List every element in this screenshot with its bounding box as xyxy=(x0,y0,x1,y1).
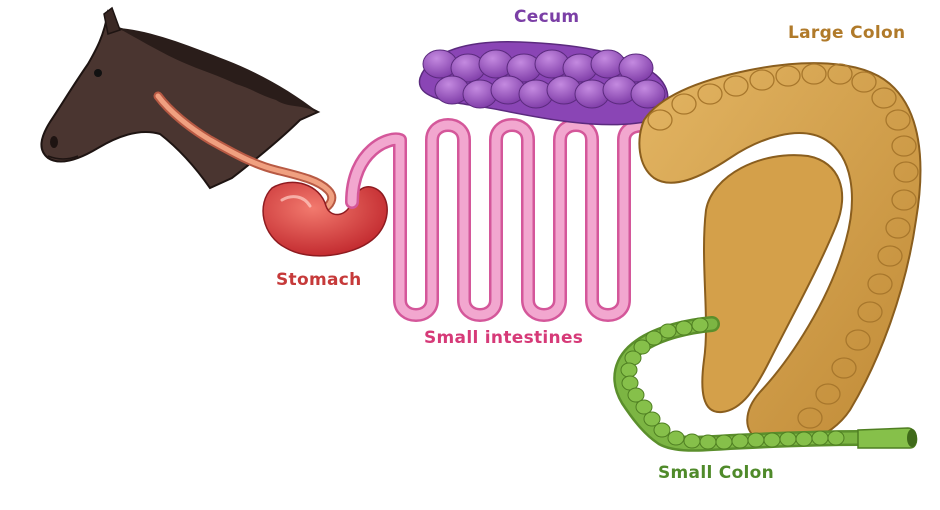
horse-head xyxy=(40,6,321,190)
small-colon-bead xyxy=(675,320,693,336)
large-colon-haustrum xyxy=(647,109,673,131)
large-colon-haustrum xyxy=(857,301,883,323)
large-colon-haustrum xyxy=(797,407,823,429)
large-colon-haustrum xyxy=(891,189,917,211)
small-colon-bead xyxy=(645,330,663,346)
small-colon-bead xyxy=(635,399,653,415)
large-colon-haustrum xyxy=(831,357,857,379)
small-colon-bead xyxy=(795,431,813,447)
large-colon-haustrum xyxy=(815,383,841,405)
horse-nostril xyxy=(50,136,58,148)
small-colon-bead xyxy=(643,411,661,427)
large-colon-pelvic-flexure xyxy=(701,154,844,414)
small-colon-bead xyxy=(731,433,749,449)
small-colon-bead xyxy=(715,434,733,450)
label-cecum: Cecum xyxy=(514,7,580,27)
label-small-intestines: Small intestines xyxy=(424,328,584,348)
large-colon-haustrum xyxy=(891,135,917,157)
label-stomach: Stomach xyxy=(276,270,362,290)
large-colon-haustrum xyxy=(697,83,723,105)
large-colon-haustrum xyxy=(801,63,827,85)
label-small-colon: Small Colon xyxy=(658,463,775,483)
small-colon-bead xyxy=(633,339,651,355)
large-colon xyxy=(638,62,922,446)
large-colon-haustrum xyxy=(877,245,903,267)
horse-mane xyxy=(118,28,318,112)
small-colon-bead xyxy=(811,430,829,446)
small-colon-bead xyxy=(667,430,685,446)
stomach-highlight xyxy=(280,195,312,208)
small-colon-bead xyxy=(620,362,638,378)
small-colon-bead xyxy=(659,323,677,339)
large-colon-haustrum xyxy=(885,109,911,131)
cecum-lobe xyxy=(618,53,654,83)
small-colon-bead xyxy=(827,430,845,446)
large-colon-haustrum xyxy=(671,93,697,115)
large-colon-haustrum xyxy=(723,75,749,97)
horse-mouth-line xyxy=(47,155,79,160)
small-intestines xyxy=(345,118,655,322)
small-intestines-fill xyxy=(347,120,653,320)
large-colon-haustrum xyxy=(885,217,911,239)
small-colon-bead xyxy=(779,431,797,447)
large-colon-haustrum xyxy=(871,87,897,109)
horse-eye xyxy=(94,69,102,77)
large-colon-haustrum xyxy=(749,69,775,91)
horse-ear xyxy=(103,6,121,35)
large-colon-haustrum xyxy=(775,65,801,87)
large-colon-haustrum xyxy=(845,329,871,351)
small-colon-bead xyxy=(747,432,765,448)
label-large-colon: Large Colon xyxy=(788,23,906,43)
cecum-lobe xyxy=(630,79,666,109)
small-colon-bead xyxy=(683,433,701,449)
small-colon xyxy=(613,316,918,452)
small-colon-bead xyxy=(691,317,709,333)
large-colon-haustrum xyxy=(867,273,893,295)
large-colon-haustrum xyxy=(893,161,919,183)
small-colon-bead xyxy=(653,422,671,438)
rectum-opening xyxy=(907,429,917,447)
esophagus-inner xyxy=(155,93,335,213)
cecum xyxy=(418,41,669,126)
small-colon-bead xyxy=(627,387,645,403)
large-colon-haustrum xyxy=(851,71,877,93)
small-colon-bead xyxy=(763,432,781,448)
small-colon-bead xyxy=(699,434,717,450)
large-colon-haustrum xyxy=(827,63,853,85)
